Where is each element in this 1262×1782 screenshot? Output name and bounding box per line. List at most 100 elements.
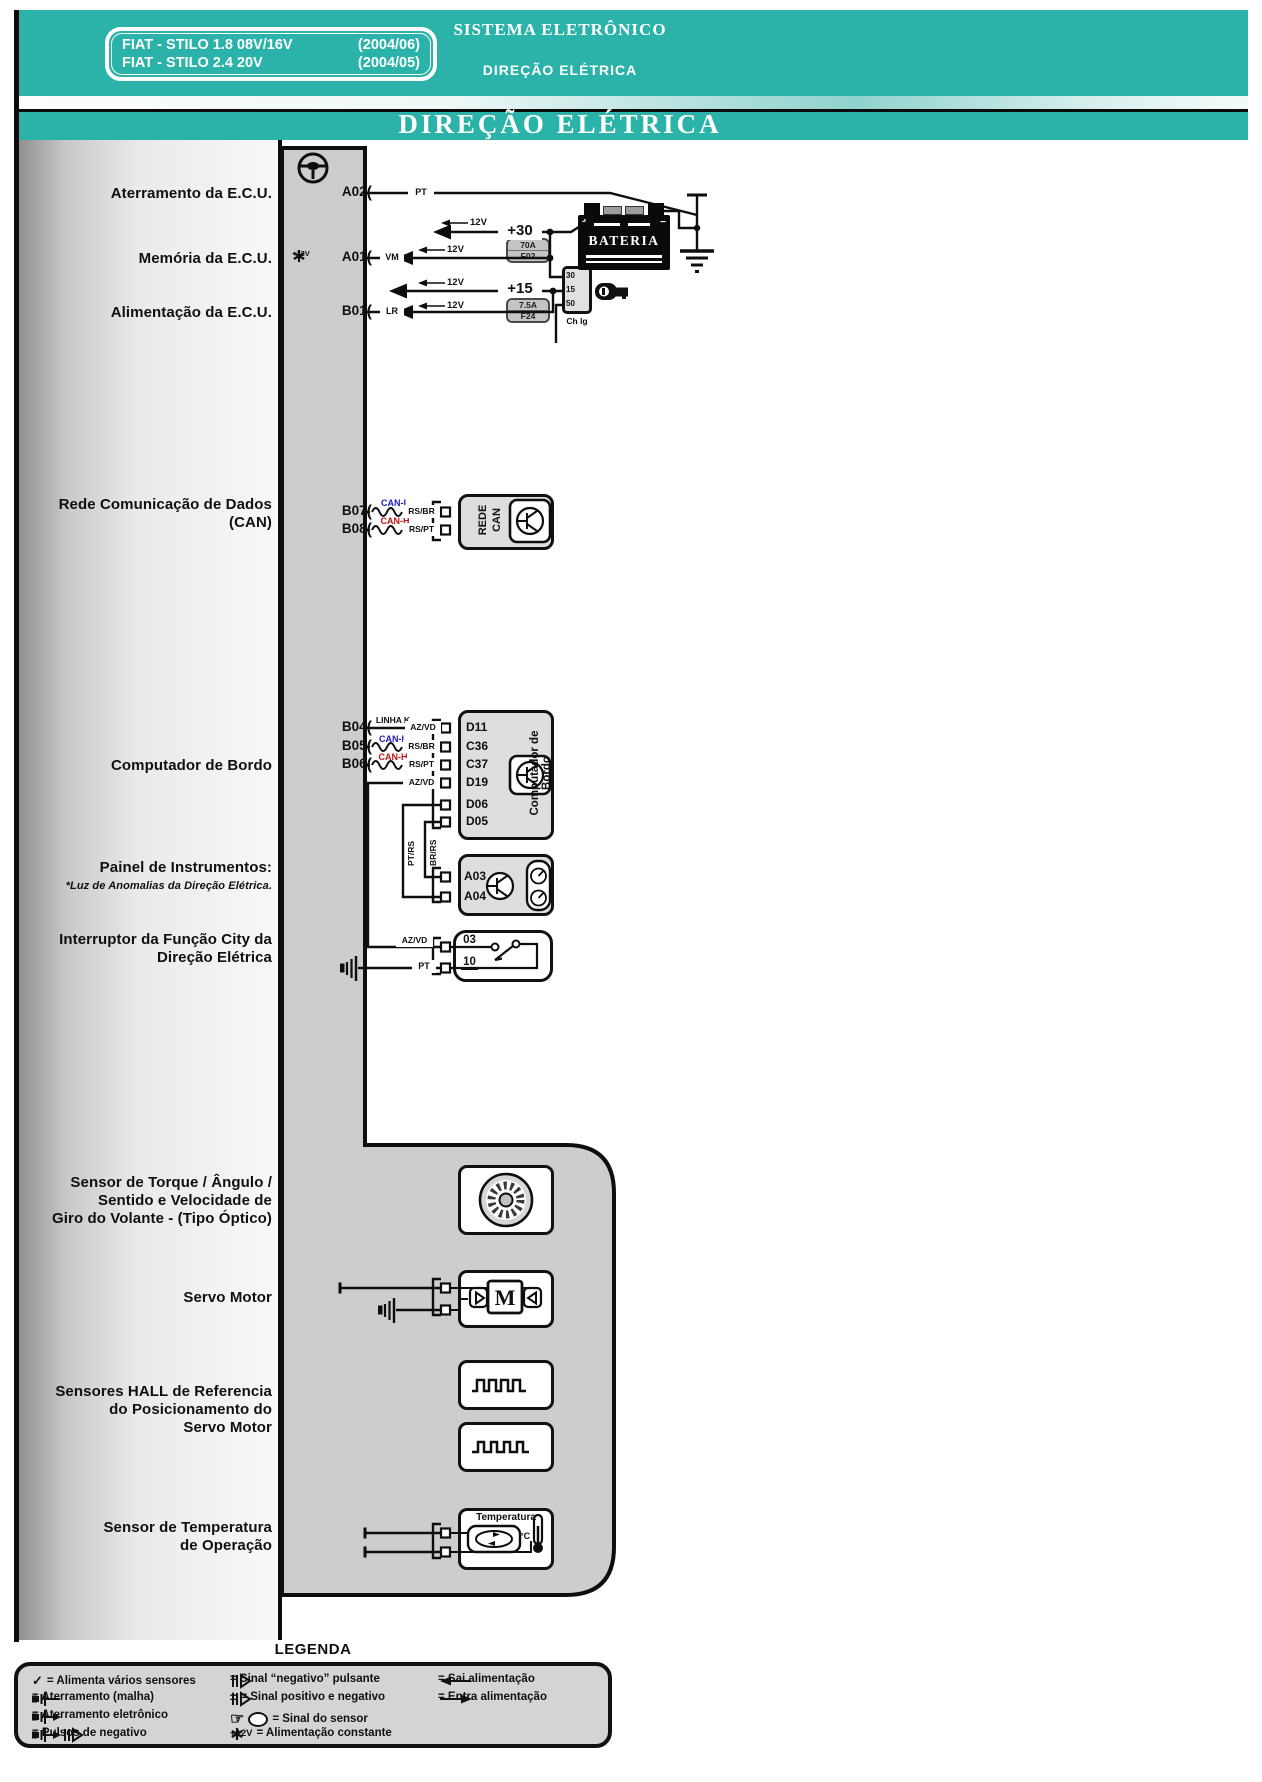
connector-bracket (431, 936, 441, 976)
vehicle-row: FIAT - STILO 2.4 20V (2004/05) (122, 55, 420, 72)
wire-bus-30 (548, 232, 563, 279)
header-band (19, 10, 1248, 96)
wire-label-brrs: BR/RS (428, 839, 438, 866)
ecu-pin-a01: A01( (341, 249, 372, 266)
connector-pin-square (439, 722, 452, 734)
sensor-signal-hand-icon: ☞ (230, 1711, 245, 1728)
ignition-label: Ch Ig (566, 316, 588, 326)
plus30-label: +30 (498, 221, 542, 240)
wire-label-can-l: CAN-L (379, 734, 407, 744)
constant-supply-star-icon (231, 1728, 243, 1740)
label-instrument-panel: Painel de Instrumentos: (99, 859, 272, 876)
supply-out-arrow (433, 224, 451, 240)
left-label-panel (19, 140, 278, 1640)
ignition-switch-connector (562, 266, 592, 314)
wire-label-can-h: CAN-H (378, 752, 408, 762)
battery-body: + − (578, 215, 670, 270)
label-torque-sensor-line2: Sentido e Velocidade de (97, 1192, 272, 1209)
wire-label-azvd: AZ/VD (405, 721, 441, 734)
battery-plate (625, 206, 644, 215)
label-city-switch-line1: Interruptor da Função City da (59, 931, 272, 948)
wire-battery-minus (661, 209, 695, 230)
battery-minus-sign: − (660, 217, 666, 228)
transistor-icon (508, 754, 552, 796)
wire-d06-ptrs (401, 803, 441, 899)
pin-d19: D19 (466, 775, 489, 789)
twisted-pair-squiggle (371, 525, 403, 535)
connector-bracket (431, 718, 441, 830)
ecu-pin-a02: A02( (341, 184, 372, 201)
legend-item: = Aterramento (malha) (32, 1691, 154, 1706)
header-gradient-strip (19, 96, 1248, 109)
fuse-f02-id: F02 (520, 251, 536, 261)
label-ecu-memory: Memória da E.C.U. (138, 250, 272, 267)
hall-sensor-box-1 (458, 1360, 554, 1410)
pin-bracket: ( (366, 184, 372, 201)
supply-out-arrow (389, 283, 407, 299)
temperature-title: Temperatura (476, 1512, 536, 1523)
constant-supply-text: +12V (292, 249, 310, 258)
optical-encoder-icon (478, 1172, 534, 1228)
title-bar (19, 109, 1248, 140)
battery-mark (628, 223, 650, 226)
vehicle-models-inner: FIAT - STILO 1.8 08V/16V (2004/06) FIAT … (111, 33, 431, 75)
legend-item: ✓ = Alimenta vários sensores (32, 1673, 196, 1688)
vehicle-model: FIAT - STILO 2.4 20V (122, 54, 263, 71)
connector-bracket (431, 1522, 441, 1560)
pin-bracket: ( (366, 303, 372, 320)
12v-label: 12V (447, 277, 464, 288)
pin-a04: A04 (464, 889, 487, 903)
fuse-f02-amps: 70A (508, 240, 548, 251)
twisted-pair-squiggle (371, 760, 403, 770)
label-torque-sensor-line1: Sensor de Torque / Ângulo / (70, 1174, 272, 1191)
ground-electronic-icon (32, 1710, 61, 1724)
square-wave-icon (472, 1440, 529, 1454)
legend-item: ☞ = Sinal do sensor (230, 1711, 368, 1728)
ecu-pin-b04: B04( (341, 719, 372, 736)
page-left-border (14, 10, 19, 1642)
vehicle-year: (2004/06) (357, 36, 420, 53)
pin-c36: C36 (466, 739, 489, 753)
vehicle-models-box: FIAT - STILO 1.8 08V/16V (2004/06) FIAT … (105, 27, 437, 81)
supply-out-arrow (396, 305, 413, 319)
connector-bracket (431, 866, 441, 904)
battery: + − BATERIA (578, 203, 670, 270)
ground-mesh-icon (378, 1298, 396, 1323)
label-can-line1: Rede Comunicação de Dados (58, 496, 272, 513)
wire-label-rsbr: RS/BR (403, 505, 440, 518)
motor-symbol (450, 1279, 543, 1315)
pin-bracket: ( (366, 738, 372, 755)
motor-m-label: M (494, 1285, 516, 1310)
ecu-pin-b07: B07( (341, 503, 372, 520)
connector-pin-square (439, 524, 452, 536)
wire-ign-50 (554, 303, 563, 343)
vehicle-model: FIAT - STILO 1.8 08V/16V (122, 36, 293, 53)
battery-label: BATERIA (588, 233, 660, 248)
connector-pin-square (439, 962, 452, 974)
legend-box: ✓ = Alimenta vários sensores = Aterramen… (14, 1662, 612, 1748)
wire-label-rspt: RS/PT (403, 758, 440, 771)
legend-item: = Aterramento eletrônico (32, 1709, 168, 1724)
wire-label-lr: LR (380, 305, 404, 318)
page-title: DIREÇÃO ELÉTRICA (398, 109, 722, 139)
constant-supply-12v: +12V (230, 1727, 253, 1739)
connector-pin-square (439, 871, 452, 883)
steering-wheel-icon (297, 152, 329, 184)
pulse-posneg-icon (232, 1691, 252, 1707)
connector-pin-square (439, 777, 452, 789)
fuse-f24-amps: 7.5A (508, 300, 548, 311)
pin-bracket: ( (366, 503, 372, 520)
legend-item: = Entra alimentação (438, 1691, 547, 1704)
ecu-pin-b06: B06( (341, 756, 372, 773)
connector-pin-square (439, 741, 452, 753)
label-can-line2: (CAN) (229, 514, 272, 531)
pin-d11: D11 (466, 720, 488, 734)
battery-plate (603, 206, 622, 215)
legend-item: +12V = Alimentação constante (230, 1727, 392, 1740)
pin-c37: C37 (466, 757, 489, 771)
ecu-pin-b01: B01( (341, 303, 372, 320)
ground-mesh-icon (32, 1692, 60, 1706)
12v-label: 12V (447, 244, 464, 255)
wire-label-can-l: CAN-L (381, 498, 409, 508)
connector-pin-square (439, 816, 452, 828)
